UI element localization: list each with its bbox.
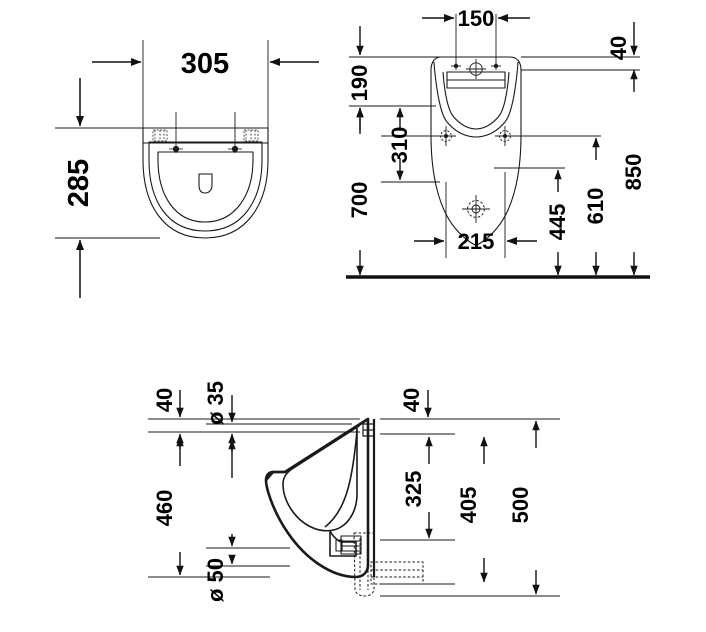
dimension-label-side-405: 405 — [456, 487, 481, 524]
front-view-extension-lines — [349, 14, 640, 258]
top-view-fixing-bolt-left — [169, 145, 183, 153]
dimension-label-front-215: 215 — [458, 229, 495, 254]
top-view-extension-lines — [55, 40, 269, 239]
dimension-label-front-610: 610 — [583, 188, 608, 225]
top-view-bowl-cavity — [157, 151, 254, 223]
dimension-label-side-40-left: 40 — [152, 388, 177, 412]
top-view-outlet-aperture — [198, 173, 213, 194]
dimension-label-top-285: 285 — [63, 159, 95, 207]
side-view-inner-wall — [324, 429, 358, 528]
front-view-flush-slot — [446, 71, 506, 89]
side-view-extension-lines — [148, 418, 560, 597]
dimension-label-side-d50: ø 50 — [203, 558, 228, 602]
top-view-bowl-outline — [142, 127, 269, 239]
dimension-label-front-310: 310 — [387, 127, 412, 164]
side-view-group — [264, 417, 424, 597]
front-view-outlet-crosshair — [462, 195, 490, 223]
dimension-label-side-40-right: 40 — [399, 388, 424, 412]
front-view-group — [430, 56, 522, 246]
side-view-bowl-cavity — [282, 425, 360, 532]
side-view-outer-profile — [264, 417, 370, 579]
side-view-outlet-pipe-vertical — [353, 532, 375, 597]
dimension-label-front-850: 850 — [621, 154, 646, 191]
dimension-label-side-500: 500 — [508, 487, 533, 524]
side-view-outlet-fitting — [335, 535, 362, 555]
side-view-rim-edge — [265, 417, 369, 481]
side-view-outlet-pipe-horizontal — [370, 561, 424, 585]
dimension-label-front-190: 190 — [347, 65, 372, 102]
top-view-hidden-fixing-right — [243, 129, 259, 142]
front-view-rim-arc — [433, 61, 519, 138]
top-view-hidden-fixing-left — [152, 129, 168, 142]
dimension-label-front-150: 150 — [458, 6, 495, 31]
top-view-fixing-bolt-right — [228, 145, 242, 153]
dimension-label-front-445: 445 — [545, 204, 570, 241]
front-view-inlet-crosshair — [466, 59, 486, 79]
dimension-label-front-40: 40 — [606, 36, 631, 60]
front-view-inner-bowl — [442, 71, 510, 130]
top-view-rim-inner — [148, 141, 263, 232]
dimension-label-side-460: 460 — [152, 490, 177, 527]
dimension-label-front-700: 700 — [347, 182, 372, 219]
dimension-label-top-305: 305 — [181, 48, 229, 80]
dimension-label-side-d35: ø 35 — [203, 381, 228, 425]
dimension-label-side-325: 325 — [401, 471, 426, 508]
front-view-body-outline — [430, 56, 522, 246]
